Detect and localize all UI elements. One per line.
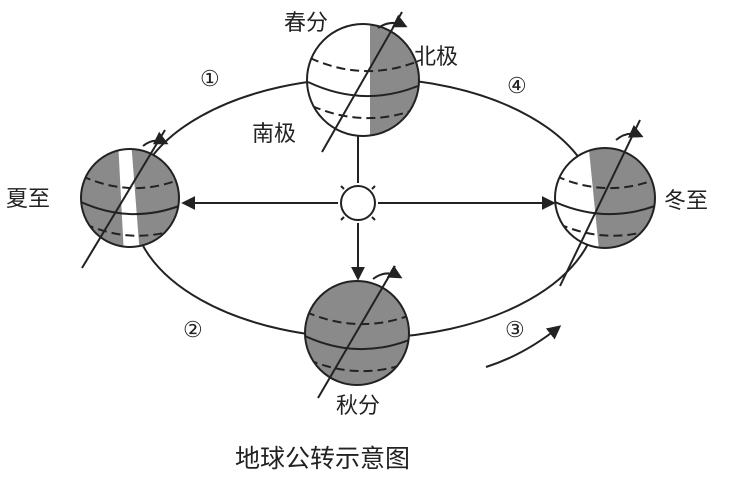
segment-number-2: ② [183,318,203,343]
winter-rotation-arrow [616,134,641,140]
label-south-pole: 南极 [252,122,296,147]
autumn-equinox-earth [305,266,409,398]
label-spring-equinox: 春分 [284,11,328,36]
label-winter-solstice: 冬至 [664,189,708,214]
label-north-pole: 北极 [414,45,458,70]
autumn-rotation-arrow [373,273,400,279]
sun-icon [334,179,382,227]
diagram-caption: 地球公转示意图 [235,444,410,473]
segment-number-1: ① [200,67,220,92]
winter-solstice-earth [555,120,660,286]
segment-number-3: ③ [505,318,525,343]
label-summer-solstice: 夏至 [6,187,50,212]
label-autumn-equinox: 秋分 [336,394,380,419]
summer-solstice-earth [81,130,179,268]
segment-number-4: ④ [507,74,527,99]
